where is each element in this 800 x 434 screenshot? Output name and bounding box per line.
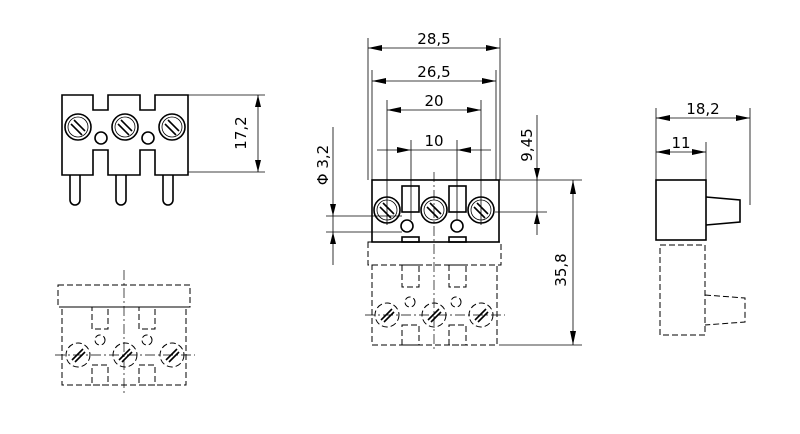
dim-20: 20 [424, 92, 443, 110]
side-view: 18,2 11 [655, 100, 751, 336]
dim-10: 10 [424, 132, 443, 150]
dim-35-8: 35,8 [552, 253, 570, 286]
dim-9-45: 9,45 [518, 128, 536, 161]
top-view: 17,2 [61, 94, 265, 206]
front-view: 28,5 26,5 20 10 35,8 9,45 Φ 3,2 [314, 30, 582, 350]
dim-hole-diameter: Φ 3,2 [314, 145, 332, 185]
dim-18-2: 18,2 [686, 100, 719, 118]
dim-26-5: 26,5 [417, 63, 450, 81]
dim-17-2: 17,2 [232, 116, 250, 149]
dim-28-5: 28,5 [417, 30, 450, 48]
bottom-view [55, 270, 195, 395]
dim-11: 11 [671, 134, 690, 152]
